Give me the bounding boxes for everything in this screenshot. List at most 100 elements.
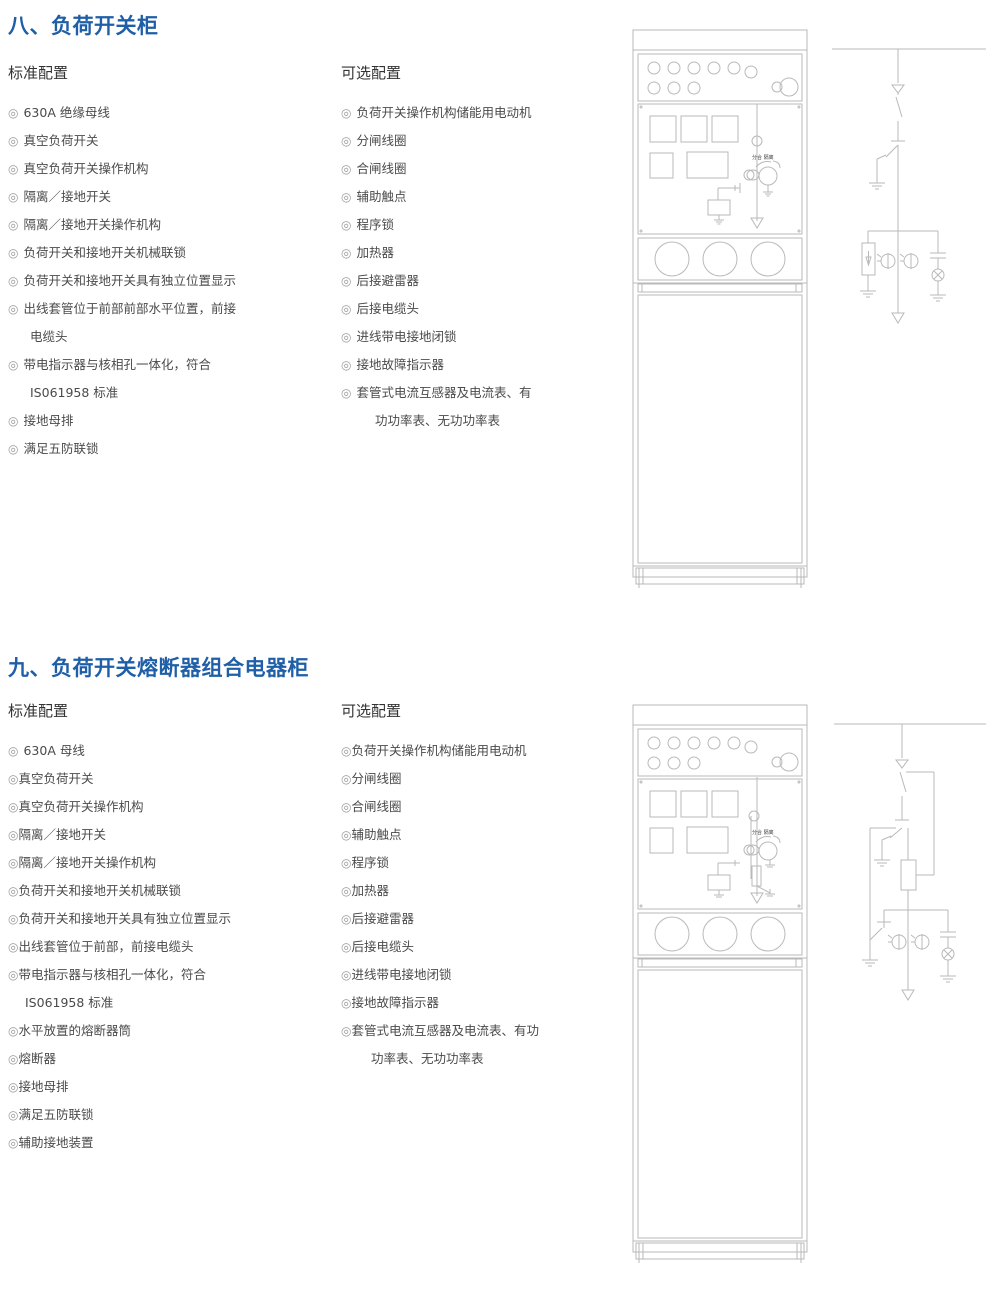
double-circle-bullet-icon: ◎ [341, 940, 352, 954]
list-item-label: 分闸线圈 [356, 133, 407, 148]
double-circle-bullet-icon: ◎ [341, 772, 352, 786]
list-item: ◎负荷开关和接地开关机械联锁 [8, 877, 231, 905]
double-circle-bullet-icon: ◎ [341, 968, 352, 982]
list-item-label: 程序锁 [351, 855, 389, 870]
list-item: ◎接地故障指示器 [341, 989, 539, 1017]
double-circle-bullet-icon: ◎ [341, 800, 352, 814]
list-item: ◎满足五防联锁 [8, 1101, 231, 1129]
list-item-label: 功功率表、无功功率表 [375, 413, 501, 428]
list-item-label: 套管式电流互感器及电流表、有功 [351, 1023, 539, 1038]
list-item-label: 接地母排 [18, 1079, 69, 1094]
standard-config-list: ◎630A 绝缘母线 ◎真空负荷开关 ◎真空负荷开关操作机构 ◎隔离／接地开关 … [8, 99, 236, 463]
list-item: ◎隔离／接地开关 [8, 821, 231, 849]
list-item-label: 满足五防联锁 [23, 441, 99, 456]
list-item: ◎辅助触点 [341, 821, 539, 849]
list-item: ◎ 满足五防联锁 [8, 435, 236, 463]
double-circle-bullet-icon: ◎ [341, 996, 352, 1010]
list-item: ◎辅助接地装置 [8, 1129, 231, 1157]
double-circle-bullet-icon: ◎ [341, 386, 352, 400]
list-item-label: 出线套管位于前部前部水平位置，前接 [23, 301, 236, 316]
double-circle-bullet-icon: ◎ [8, 772, 19, 786]
load-switch-cabinet-elevation: 分合 隔离 [630, 28, 810, 608]
list-item: ◎后接电缆头 [341, 933, 539, 961]
double-circle-bullet-icon: ◎ [8, 744, 19, 758]
list-item-label: 630A 母线 [23, 743, 85, 758]
list-item: ◎ 分闸线圈 [341, 127, 532, 155]
list-item-label: 负荷开关操作机构储能用电动机 [356, 105, 532, 120]
list-item: ◎ 套管式电流互感器及电流表、有 [341, 379, 532, 407]
list-item-label: 合闸线圈 [356, 161, 407, 176]
list-item-label: 真空负荷开关 [18, 771, 94, 786]
list-item: ◎ 负荷开关和接地开关具有独立位置显示 [8, 267, 236, 295]
list-item-label: 功率表、无功功率表 [371, 1051, 484, 1066]
list-item: ◎进线带电接地闭锁 [341, 323, 532, 351]
double-circle-bullet-icon: ◎ [8, 106, 19, 120]
double-circle-bullet-icon: ◎ [341, 912, 352, 926]
list-item: ◎接地母排 [8, 1073, 231, 1101]
double-circle-bullet-icon: ◎ [341, 134, 352, 148]
list-item: ◎套管式电流互感器及电流表、有功 [341, 1017, 539, 1045]
double-circle-bullet-icon: ◎ [341, 330, 352, 344]
list-item: ◎后接避雷器 [341, 267, 532, 295]
load-switch-single-line-diagram [830, 35, 990, 335]
optional-config-heading: 可选配置 [341, 702, 402, 720]
list-item-label: 程序锁 [356, 217, 394, 232]
list-item-label: 真空负荷开关操作机构 [23, 161, 149, 176]
list-item: ◎程序锁 [341, 849, 539, 877]
list-item-label: 真空负荷开关 [23, 133, 99, 148]
list-item-label: 后接电缆头 [351, 939, 414, 954]
double-circle-bullet-icon: ◎ [341, 1024, 352, 1038]
double-circle-bullet-icon: ◎ [8, 1108, 19, 1122]
list-item: ◎真空负荷开关操作机构 [8, 155, 236, 183]
list-item: ◎隔离／接地开关操作机构 [8, 849, 231, 877]
optional-config-list: ◎ 负荷开关操作机构储能用电动机 ◎ 分闸线圈 ◎合闸线圈 ◎ 辅助触点 ◎ 程序锁 ◎… [341, 99, 532, 435]
list-item: ◎出线套管位于前部，前接电缆头 [8, 933, 231, 961]
list-item: ◎合闸线圈 [341, 793, 539, 821]
list-item-label: 辅助触点 [356, 189, 407, 204]
list-item-label: 套管式电流互感器及电流表、有 [356, 385, 532, 400]
section-heading: 九、负荷开关熔断器组合电器柜 [8, 656, 309, 680]
double-circle-bullet-icon: ◎ [8, 442, 19, 456]
list-item-label: 水平放置的熔断器筒 [18, 1023, 131, 1038]
list-item-continuation: 功率表、无功功率表 [341, 1045, 539, 1073]
list-item-label: 出线套管位于前部，前接电缆头 [18, 939, 194, 954]
list-item: ◎真空负荷开关 [8, 765, 231, 793]
list-item: ◎接地母排 [8, 407, 236, 435]
list-item-label: 满足五防联锁 [18, 1107, 94, 1122]
list-item: ◎真空负荷开关操作机构 [8, 793, 231, 821]
double-circle-bullet-icon: ◎ [341, 856, 352, 870]
list-item: ◎熔断器 [8, 1045, 231, 1073]
list-item: ◎负荷开关和接地开关机械联锁 [8, 239, 236, 267]
list-item-label: 负荷开关和接地开关具有独立位置显示 [23, 273, 236, 288]
list-item-label: 进线带电接地闭锁 [351, 967, 452, 982]
list-item-label: 分闸线圈 [351, 771, 402, 786]
double-circle-bullet-icon: ◎ [8, 246, 19, 260]
list-item-label: 带电指示器与核相孔一体化，符合 [23, 357, 211, 372]
standard-config-heading: 标准配置 [8, 702, 69, 720]
list-item-label: 合闸线圈 [351, 799, 402, 814]
list-item: ◎加热器 [341, 877, 539, 905]
list-item-label: 隔离／接地开关操作机构 [18, 855, 156, 870]
list-item-label: 后接避雷器 [351, 911, 414, 926]
double-circle-bullet-icon: ◎ [8, 1024, 19, 1038]
list-item: ◎负荷开关操作机构储能用电动机 [341, 737, 539, 765]
list-item-label: 真空负荷开关操作机构 [18, 799, 144, 814]
section-heading: 八、负荷开关柜 [8, 14, 159, 38]
list-item-continuation: IS061958 标准 [8, 989, 231, 1017]
double-circle-bullet-icon: ◎ [8, 828, 19, 842]
double-circle-bullet-icon: ◎ [8, 1080, 19, 1094]
list-item-label: 后接避雷器 [356, 273, 419, 288]
list-item: ◎合闸线圈 [341, 155, 532, 183]
list-item-label: 接地故障指示器 [356, 357, 444, 372]
double-circle-bullet-icon: ◎ [8, 274, 19, 288]
standard-config-list: ◎630A 母线 ◎真空负荷开关 ◎真空负荷开关操作机构 ◎隔离／接地开关 ◎隔… [8, 737, 231, 1157]
double-circle-bullet-icon: ◎ [8, 358, 19, 372]
list-item: ◎630A 绝缘母线 [8, 99, 236, 127]
double-circle-bullet-icon: ◎ [341, 828, 352, 842]
optional-config-heading: 可选配置 [341, 64, 402, 82]
list-item-label: 隔离／接地开关 [18, 827, 106, 842]
list-item-continuation: 电缆头 [8, 323, 236, 351]
list-item-label: 接地故障指示器 [351, 995, 439, 1010]
list-item: ◎出线套管位于前部前部水平位置，前接 [8, 295, 236, 323]
double-circle-bullet-icon: ◎ [341, 218, 352, 232]
